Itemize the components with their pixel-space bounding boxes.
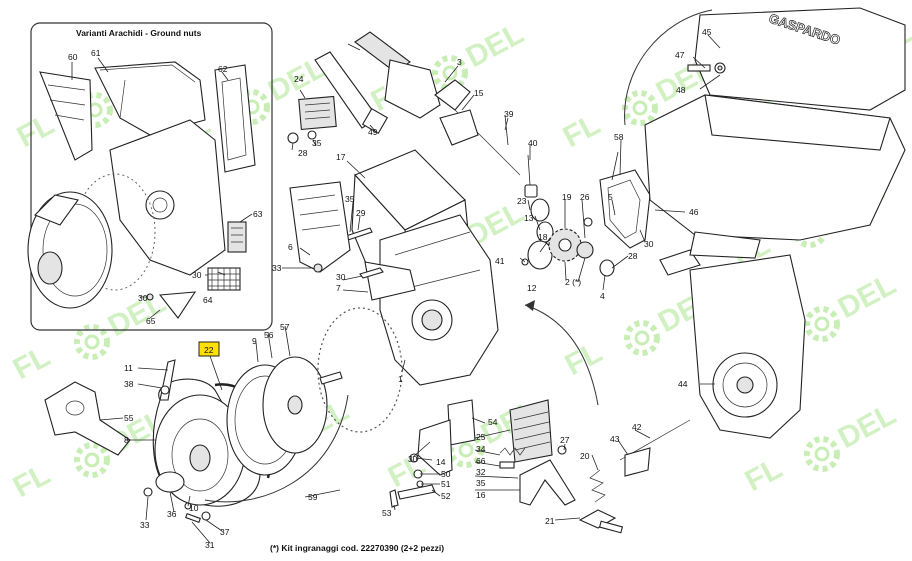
part-number-label: 41 xyxy=(495,256,505,266)
part-number-label: 30 xyxy=(192,270,202,280)
part-number-label: 52 xyxy=(441,491,451,501)
part-number-label: 7 xyxy=(336,283,341,293)
part-number-label: 29 xyxy=(356,208,366,218)
part-number-label: 48 xyxy=(676,85,686,95)
part-number-label: 13 xyxy=(524,213,534,223)
part-number-label: 32 xyxy=(476,467,486,477)
part-number-label: 40 xyxy=(528,138,538,148)
svg-text:DEL: DEL xyxy=(461,17,529,74)
part-number-label: 56 xyxy=(264,330,274,340)
part-number-label: 53 xyxy=(382,508,392,518)
part-number-label: 5 xyxy=(608,192,613,202)
part-number-label: 65 xyxy=(146,316,156,326)
part-number-label: 35 xyxy=(476,478,486,488)
part-number-label: 33 xyxy=(272,263,282,273)
part-number-label: 49 xyxy=(368,127,378,137)
part-number-label: 63 xyxy=(253,209,263,219)
kit-footnote: (*) Kit ingranaggi cod. 22270390 (2+2 pe… xyxy=(270,543,444,553)
part-number-label: 23 xyxy=(517,196,527,206)
part-number-label: 37 xyxy=(220,527,230,537)
part-number-label: 30 xyxy=(408,454,418,464)
part-number-label: 34 xyxy=(476,444,486,454)
part-number-label: 59 xyxy=(308,492,318,502)
part-number-label: 39 xyxy=(504,109,514,119)
part-number-label: 54 xyxy=(488,417,498,427)
svg-text:FL: FL xyxy=(740,452,788,498)
part-number-label: 20 xyxy=(580,451,590,461)
part-number-label: 46 xyxy=(689,207,699,217)
part-number-label: 47 xyxy=(675,50,685,60)
part-number-label: 45 xyxy=(702,27,712,37)
part-number-label: 30 xyxy=(138,293,148,303)
part-number-label: 43 xyxy=(610,434,620,444)
part-number-label: 51 xyxy=(441,479,451,489)
highlighted-part-22[interactable]: 22 xyxy=(198,341,223,391)
part-number-label: 66 xyxy=(476,456,486,466)
part-number-label: 38 xyxy=(124,379,134,389)
cover-callouts: 11 38 55 8 9 56 57 59 33 36 10 37 31 xyxy=(99,322,341,550)
lower-parts xyxy=(389,399,691,534)
part-number-label: 44 xyxy=(678,379,688,389)
part-number-label: 25 xyxy=(476,432,486,442)
part-number-label: 18 xyxy=(538,232,548,242)
svg-text:DEL: DEL xyxy=(833,398,901,455)
part-number-label: 19 xyxy=(562,192,572,202)
part-number-label: 14 xyxy=(436,457,446,467)
part-number-label: 28 xyxy=(298,148,308,158)
part-number-label: 55 xyxy=(124,413,134,423)
part-number-label: 60 xyxy=(68,52,78,62)
part-number-label: 35 xyxy=(312,138,322,148)
part-number-label: 36 xyxy=(167,509,177,519)
part-number-label: 16 xyxy=(476,490,486,500)
part-number-label: 31 xyxy=(205,540,215,550)
part-number-label: 30 xyxy=(336,272,346,282)
part-number-label: 27 xyxy=(560,435,570,445)
cover-assembly xyxy=(44,307,403,523)
svg-text:22: 22 xyxy=(204,345,214,355)
inset-title: Varianti Arachidi - Ground nuts xyxy=(76,28,202,38)
part-number-label: 57 xyxy=(280,322,290,332)
part-number-label: 12 xyxy=(527,283,537,293)
part-number-label: 24 xyxy=(294,74,304,84)
lower-callouts: 54 25 34 66 32 35 16 27 30 50 51 52 53 1… xyxy=(382,417,651,526)
part-number-label: 17 xyxy=(336,152,346,162)
svg-text:DEL: DEL xyxy=(833,268,901,325)
part-number-label: 9 xyxy=(252,336,257,346)
part-number-label: 64 xyxy=(203,295,213,305)
part-number-label: 61 xyxy=(91,48,101,58)
svg-text:FL: FL xyxy=(558,108,606,154)
hopper-assembly: GASPARDO xyxy=(624,7,906,439)
svg-text:FL: FL xyxy=(8,458,56,504)
part-number-label: 6 xyxy=(288,242,293,252)
part-number-label: 35 xyxy=(345,194,355,204)
part-number-label: 3 xyxy=(457,57,462,67)
part-callouts: 3 15 39 40 24 49 28 35 17 35 29 6 33 30 … xyxy=(272,27,721,389)
part-number-label: 8 xyxy=(124,435,129,445)
part-number-label: 2 (*) xyxy=(565,277,581,287)
part-number-label: 11 xyxy=(124,363,133,373)
part-number-label: 33 xyxy=(140,520,150,530)
part-number-label: 15 xyxy=(474,88,484,98)
part-number-label: 21 xyxy=(545,516,555,526)
part-number-label: 42 xyxy=(632,422,642,432)
ground-nuts-variant-inset: Varianti Arachidi - Ground nuts 60 61 62… xyxy=(27,22,273,331)
part-number-label: 30 xyxy=(644,239,654,249)
svg-text:FL: FL xyxy=(8,340,56,386)
part-number-label: 1 xyxy=(398,374,403,384)
part-number-label: 4 xyxy=(600,291,605,301)
drive-shaft-assembly xyxy=(287,31,521,386)
gear-train xyxy=(504,114,651,406)
part-number-label: 28 xyxy=(628,251,638,261)
part-number-label: 58 xyxy=(614,132,624,142)
part-number-label: 62 xyxy=(218,64,228,74)
part-number-label: 26 xyxy=(580,192,590,202)
svg-text:FL: FL xyxy=(12,108,60,154)
part-number-label: 50 xyxy=(441,469,451,479)
part-number-label: 10 xyxy=(189,503,199,513)
